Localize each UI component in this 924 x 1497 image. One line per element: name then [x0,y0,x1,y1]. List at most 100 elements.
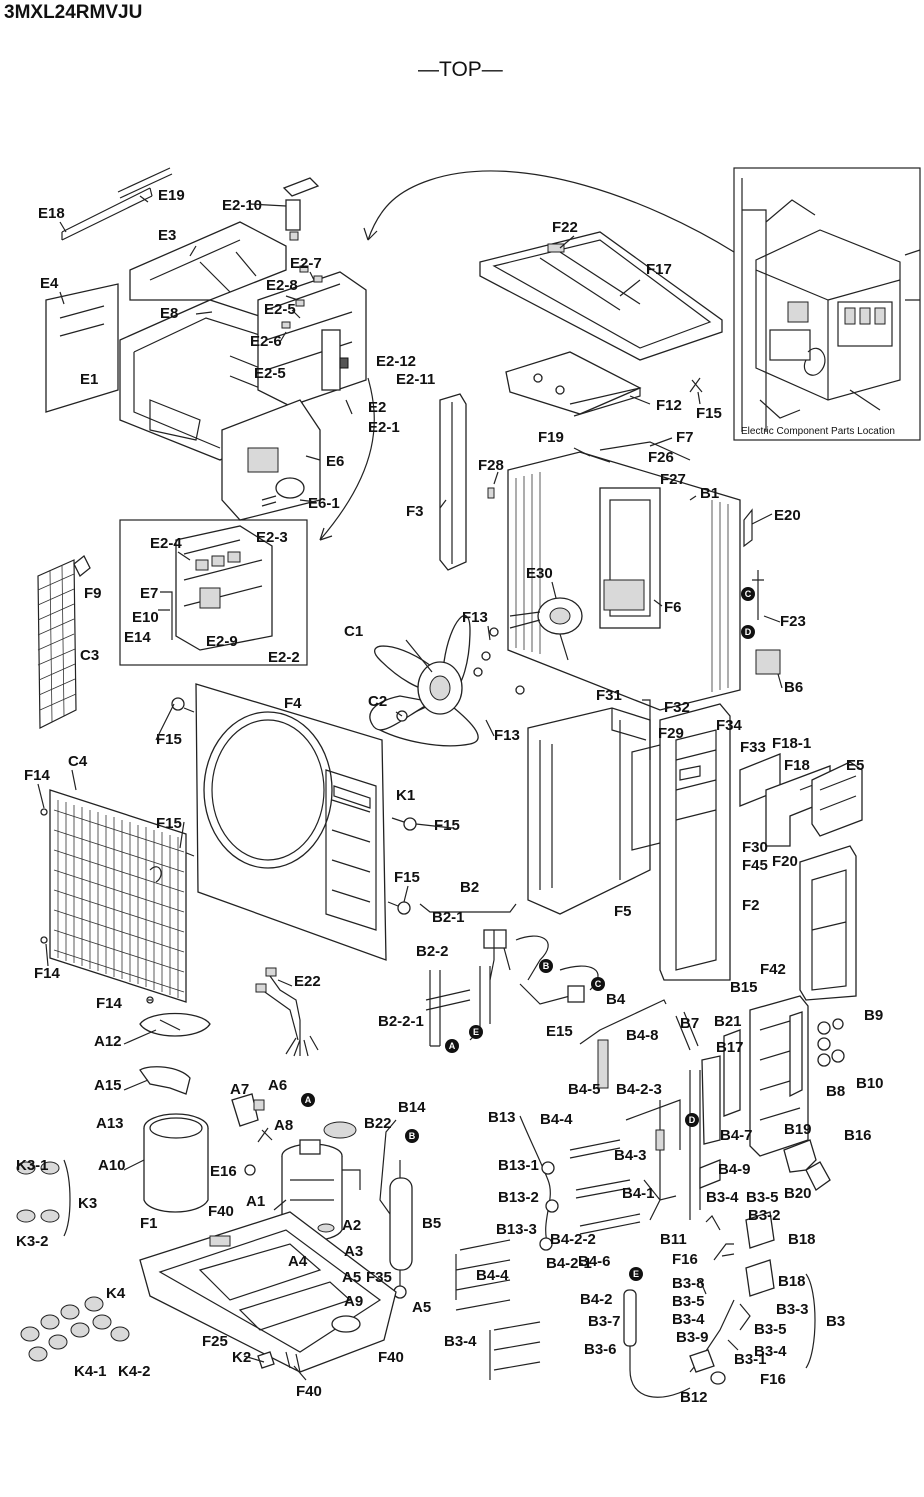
part-label: E4 [40,275,59,292]
part-label: E10 [132,609,159,626]
part-label: E2-1 [368,419,400,436]
part-label: B3-5 [672,1293,705,1310]
heat-exchanger [487,441,781,711]
part-label: F7 [676,429,694,446]
part-label: B11 [660,1231,687,1248]
part-label: F42 [760,961,786,978]
leader-arrow-mid [319,377,375,541]
part-label: B2 [460,879,479,896]
part-label: E2-10 [222,197,262,214]
leader-arrowhead-top [363,227,378,241]
part-label: A6 [268,1077,287,1094]
part-labels: E18 E19 E2-10 E3 E4 E2-7 E2-8 E8 E2-5 E2… [16,187,884,1406]
part-label: F27 [660,471,686,488]
part-label: A2 [342,1217,361,1234]
part-label: B3-2 [748,1207,781,1224]
part-label: B2-2 [416,943,449,960]
part-label: E1 [80,371,98,388]
badge-label: A [449,1041,456,1051]
part-label: K1 [396,787,415,804]
part-label: B4-2-1 [546,1255,592,1272]
part-label: E6 [326,453,344,470]
badge-c1: C [591,977,605,991]
part-label: F31 [596,687,622,704]
part-label: F16 [760,1371,786,1388]
part-label: B16 [844,1127,872,1144]
part-label: B4-2-2 [550,1231,596,1248]
part-label: E15 [546,1023,573,1040]
view-title: —TOP— [418,58,503,81]
badge-b1: B [539,959,553,973]
part-label: F26 [648,449,674,466]
part-label: E5 [846,757,864,774]
part-label: E3 [158,227,176,244]
part-label: B13-2 [498,1189,539,1206]
base-plate [139,1211,397,1373]
badge-label: C [595,979,602,989]
part-label: E2-12 [376,353,416,370]
part-label: A4 [288,1253,308,1270]
part-label: B4-6 [578,1253,611,1270]
fan-and-motor [369,597,583,747]
part-label: B3-1 [734,1351,767,1368]
inset-caption: Electric Component Parts Location [741,426,895,437]
part-label: C4 [68,753,88,770]
part-label: B12 [680,1389,708,1406]
part-label: B3-4 [754,1343,787,1360]
part-label: B2-1 [432,909,465,926]
part-label: B18 [778,1273,806,1290]
part-label: K4 [106,1285,126,1302]
part-label: A9 [344,1293,363,1310]
part-label: B1 [700,485,719,502]
part-label: B4-8 [626,1027,659,1044]
part-label: B10 [856,1075,884,1092]
part-label: A3 [344,1243,363,1260]
part-label: F22 [552,219,578,236]
part-label: E30 [526,565,553,582]
part-label: F14 [96,995,123,1012]
side-panels [527,699,731,981]
stop-valve-assembly [623,995,845,1398]
front-panel [195,683,387,961]
part-label: B3-5 [754,1321,787,1338]
part-label: B3-9 [676,1329,709,1346]
part-label: F15 [696,405,722,422]
part-label: B8 [826,1083,845,1100]
part-label: B3 [826,1313,845,1330]
wire-harness [255,967,319,1057]
part-label: E2-6 [250,333,282,350]
pcb-detail-box [119,519,308,666]
part-label: E8 [160,305,178,322]
part-label: F29 [658,725,684,742]
part-label: K3 [78,1195,97,1212]
part-label: F5 [614,903,632,920]
part-label: F18 [784,757,810,774]
badge-d1: D [741,625,755,639]
part-label: F45 [742,857,768,874]
part-label: E2-3 [256,529,288,546]
part-label: B15 [730,979,758,996]
part-label: B4 [606,991,626,1008]
part-label: F19 [538,429,564,446]
part-label: F40 [208,1203,234,1220]
badge-e2: E [629,1267,643,1281]
part-label: F40 [378,1349,404,1366]
part-label: A7 [230,1081,249,1098]
top-panel-assembly [479,231,723,417]
part-label: C2 [368,693,387,710]
part-label: B13-3 [496,1221,537,1238]
part-label: A12 [94,1033,122,1050]
part-label: A5 [412,1299,431,1316]
part-label: B3-7 [588,1313,621,1330]
part-label: E2-2 [268,649,300,666]
part-label: B4-7 [720,1127,753,1144]
badge-label: D [689,1115,696,1125]
part-label: B3-4 [672,1311,705,1328]
inset-panel [733,167,921,441]
part-label: F9 [84,585,102,602]
part-label: K3-1 [16,1157,49,1174]
part-label: A8 [274,1117,293,1134]
part-label: F16 [672,1251,698,1268]
part-label: F25 [202,1333,228,1350]
part-label: B3-8 [672,1275,705,1292]
